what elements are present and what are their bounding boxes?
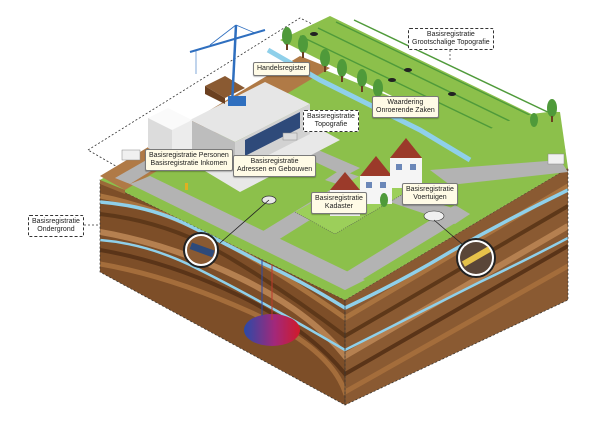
aquifer-upper (100, 188, 568, 310)
construction-crane (189, 24, 266, 106)
label-handelsregister: Handelsregister (253, 62, 311, 76)
car (282, 132, 298, 141)
soil-block (99, 167, 569, 406)
person (185, 183, 188, 190)
parked-car (423, 210, 445, 222)
pasture-field (280, 16, 560, 140)
vehicle-chip-callout (456, 238, 496, 278)
van (121, 149, 141, 161)
truck (547, 153, 565, 165)
right-road (430, 160, 568, 185)
groundwater-plume (244, 314, 300, 346)
pipe-callout (183, 232, 219, 268)
trees (282, 27, 557, 207)
cows (310, 32, 456, 96)
